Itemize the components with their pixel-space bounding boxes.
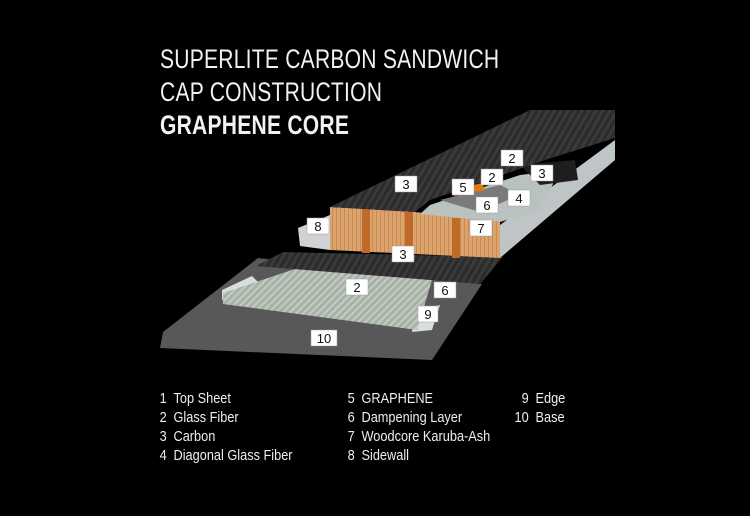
svg-text:7: 7 xyxy=(477,221,484,236)
svg-text:3: 3 xyxy=(399,247,406,262)
svg-text:2: 2 xyxy=(488,170,495,185)
callout-3-top: 3 xyxy=(394,175,418,193)
callout-3-lower: 3 xyxy=(391,245,415,263)
callout-6-lower: 6 xyxy=(433,281,457,299)
svg-text:6: 6 xyxy=(483,198,490,213)
svg-text:2: 2 xyxy=(353,280,360,295)
svg-text:6: 6 xyxy=(441,283,448,298)
callout-5: 5 xyxy=(451,178,475,196)
callout-9: 9 xyxy=(417,305,439,323)
callout-7: 7 xyxy=(469,219,493,237)
callout-4: 4 xyxy=(507,189,531,207)
sidewall-right xyxy=(500,140,615,258)
svg-text:2: 2 xyxy=(508,151,515,166)
svg-text:10: 10 xyxy=(317,331,331,346)
callout-6-inner: 6 xyxy=(475,196,499,214)
callout-3-inner: 3 xyxy=(530,164,554,182)
callout-2-lower: 2 xyxy=(345,278,369,296)
callout-8: 8 xyxy=(306,217,330,235)
callout-10: 10 xyxy=(310,329,338,347)
title-line-3: GRAPHENE CORE xyxy=(160,110,350,140)
glass-fiber-lower xyxy=(223,263,432,330)
svg-text:8: 8 xyxy=(314,219,321,234)
callout-2-top: 2 xyxy=(500,149,524,167)
svg-text:3: 3 xyxy=(538,166,545,181)
carbon-lower xyxy=(256,252,503,284)
svg-text:9: 9 xyxy=(424,307,431,322)
callout-2-inner: 2 xyxy=(480,168,504,186)
title-line-1: SUPERLITE CARBON SANDWICH xyxy=(160,44,500,74)
svg-text:3: 3 xyxy=(402,177,409,192)
svg-text:4: 4 xyxy=(515,191,522,206)
svg-text:5: 5 xyxy=(459,180,466,195)
title-line-2: CAP CONSTRUCTION xyxy=(160,77,383,107)
